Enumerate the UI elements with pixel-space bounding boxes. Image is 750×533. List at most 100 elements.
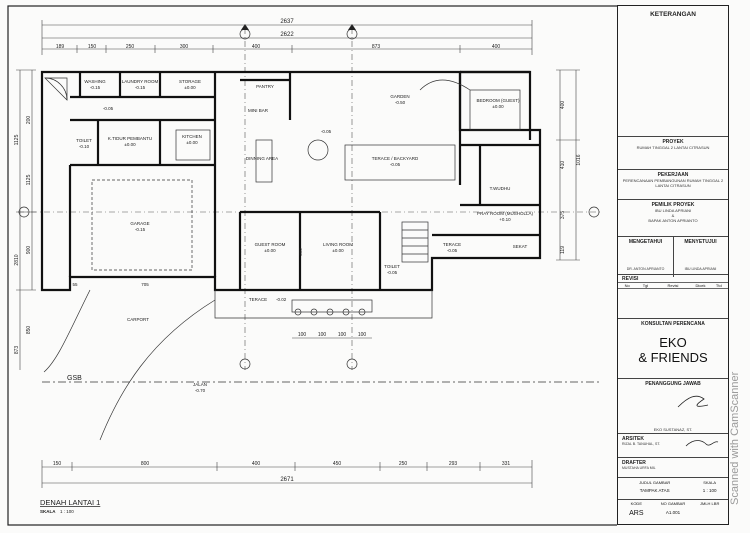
revisi-header-row: No Tgl Revisi Dicek Ttd (618, 282, 728, 289)
room-terace-name: TERACE (443, 242, 461, 247)
room-prayroom-name: PRAY ROOM (MUSHOLLA) (477, 211, 534, 216)
right-dim-4: 375 (560, 211, 566, 220)
right-dimensions (556, 69, 580, 261)
penanggung-name: EKO SUSTANAZ, ST. (653, 427, 693, 432)
room-ktidur-name: K.TIDUR PEMBANTU (108, 136, 152, 141)
room-storage-name: STORAGE (179, 79, 201, 84)
judul-value: TAMPAK ATAS (639, 488, 670, 493)
kode-label: KODE (630, 501, 642, 506)
bottom-dim-seg-6: 293 (449, 461, 458, 467)
room-minibar-name: MINI BAR (248, 108, 269, 113)
kode-header-row: KODE NO GAMBAR JMLH LBR (618, 501, 728, 506)
bottom-dim-seg-3: 400 (252, 461, 261, 467)
room-toilet-level: -0.10 (79, 144, 90, 149)
left-dim-6: 850 (26, 326, 32, 335)
drafter-label: DRAFTER (622, 460, 646, 466)
top-dim-seg-7: 400 (492, 44, 501, 50)
proyek-section: PROYEK RUMAH TINGGAL 2 LANTAI CITRASUN (618, 136, 728, 154)
drafter-section: DRAFTER MUSTAHA URFA MIL (618, 457, 728, 477)
right-dim-3: 410 (560, 161, 566, 170)
room-twudhu-name: T.WUDHU (490, 186, 511, 191)
room-terace-front-name: TERACE (249, 297, 267, 302)
room-kitchen-name: KITCHEN (182, 134, 202, 139)
top-dim-seg-4: 300 (180, 44, 189, 50)
skala-value: 1 : 100 (702, 488, 717, 493)
bottom-dim-seg-7: 331 (502, 461, 511, 467)
pekerjaan-label: PEKERJAAN (657, 172, 689, 178)
drawing-scale-label: SKALA (40, 509, 56, 514)
pemilik-value-1: IBU LINDA APRIANI (654, 208, 692, 213)
sheet-border (7, 5, 617, 526)
top-dimensions (41, 20, 533, 55)
room-laundry-name: LAUNDRY ROOM (122, 79, 159, 84)
drawing-scale-value: 1 : 100 (60, 509, 74, 514)
room-guestroom-level: ±0.00 (264, 248, 276, 253)
plan-details (42, 77, 600, 441)
bottom-dim-seg-4: 450 (333, 461, 342, 467)
room-terace-backyard-name: TERACE / BACKYARD (372, 156, 419, 161)
room-terace-backyard-level: -0.05 (390, 162, 401, 167)
gsb-label: GSB (67, 375, 82, 382)
arsitek-section: ARSITEK RIZAL B. TANUHAL, ST. (618, 433, 728, 457)
room-garage-name: GARAGE (130, 221, 149, 226)
room-garage-level: -0.15 (135, 227, 146, 232)
step-dim-4: 100 (358, 332, 367, 338)
no-gambar-value: A1.001 (665, 510, 681, 515)
camscanner-watermark: Scanned with CamScanner (729, 371, 741, 505)
keterangan-heading: KETERANGAN (650, 11, 696, 18)
revisi-section: REVISI No Tgl Revisi Dicek Ttd (618, 274, 728, 318)
top-total-inner-dim: 2622 (280, 32, 294, 38)
revisi-col-revisi: Revisi (667, 283, 679, 288)
revisi-col-tgl: Tgl (642, 283, 649, 288)
revisi-col-no: No (624, 283, 630, 288)
skala-label: SKALA (703, 480, 717, 485)
revisi-col-ttd: Ttd (715, 283, 722, 288)
room-jalan-level: -0.70 (195, 388, 206, 393)
room-bedroom-level: ±0.00 (492, 104, 504, 109)
room-jalan-name: JALAN (193, 382, 207, 387)
kode-section: KODE NO GAMBAR JMLH LBR ARS A1.001 (618, 499, 728, 524)
penanggung-label: PENANGGUNG JAWAB (645, 381, 701, 387)
penanggung-section: PENANGGUNG JAWAB EKO SUSTANAZ, ST. (618, 378, 728, 433)
proyek-label: PROYEK (662, 139, 684, 145)
interior-walls (68, 72, 540, 290)
room-terace-level: -0.05 (447, 248, 458, 253)
drawing-title: DENAH LANTAI 1 (40, 498, 100, 507)
room-carport-name: CARPORT (127, 317, 149, 322)
approval-divider (673, 237, 674, 277)
menyetujui-label: MENYETUJUI (684, 239, 717, 245)
penanggung-signature (677, 395, 709, 408)
arsitek-name: RIZAL B. TANUHAL, ST. (622, 442, 661, 446)
room-garden-name: GARDEN (390, 94, 409, 99)
top-total-outer-dim: 2637 (280, 19, 294, 25)
room-bedroom-name: BEDROOM (GUEST) (476, 98, 520, 103)
step-dim-3: 100 (338, 332, 347, 338)
menyetujui-name: IBU LINDA APRIANI (684, 267, 717, 271)
left-dimensions (16, 69, 36, 370)
left-dim-7: 873 (14, 346, 20, 355)
step-390-label: 390 (298, 248, 303, 256)
jml-lbr-label: JMLH LBR (700, 501, 720, 506)
room-kitchen-level: ±0.00 (186, 140, 198, 145)
pemilik-section: PEMILIK PROYEK IBU LINDA APRIANI & BAPAK… (618, 199, 728, 239)
bottom-dim-seg-1: 150 (53, 461, 62, 467)
right-dim-5: 119 (560, 246, 566, 254)
top-dim-seg-6: 873 (372, 44, 381, 50)
left-dim-1: 1125 (14, 134, 20, 145)
judul-value-row: TAMPAK ATAS 1 : 100 (618, 488, 728, 493)
pekerjaan-value: PERENCANAAN PEMBANGUNAN RUMAH TINGGAL 2 … (622, 178, 724, 188)
room-washing-level: -0.15 (90, 85, 101, 90)
mengetahui-label: MENGETAHUI (628, 239, 663, 245)
pemilik-amp: & (671, 213, 675, 218)
left-dim-5: 2810 (14, 254, 20, 265)
mengetahui-name: DR. ANTON APRIANTO (626, 267, 665, 271)
approval-section: MENGETAHUI MENYETUJUI DR. ANTON APRIANTO… (618, 236, 728, 277)
bottom-dim-seg-2: 800 (141, 461, 150, 467)
revisi-label: REVISI (622, 276, 639, 282)
top-dim-seg-2: 150 (88, 44, 97, 50)
room-terace-front-level: -0.02 (276, 297, 287, 302)
bottom-dim-seg-5: 250 (399, 461, 408, 467)
room-livingroom-level: ±0.00 (332, 248, 344, 253)
room-laundry-level: -0.15 (135, 85, 146, 90)
room-toilet-name: TOILET (76, 138, 92, 143)
